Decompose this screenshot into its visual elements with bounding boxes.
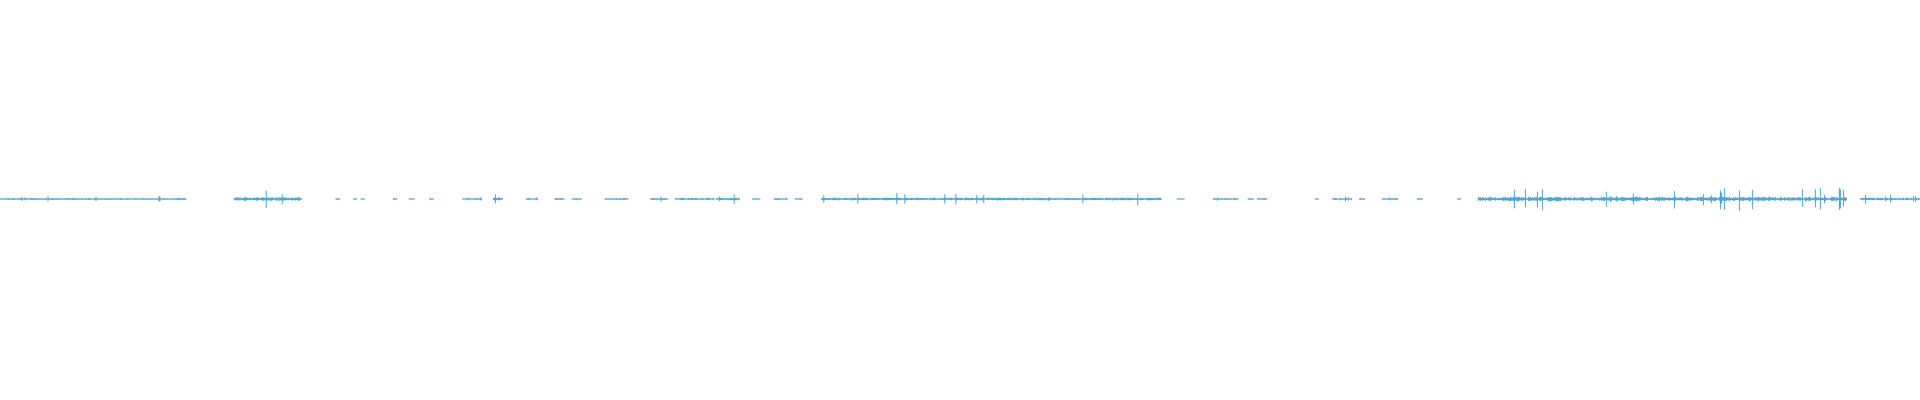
waveform-segment bbox=[1860, 194, 1920, 204]
waveform-segment bbox=[393, 197, 398, 201]
waveform-peaks bbox=[773, 197, 788, 201]
waveform-peaks bbox=[352, 198, 357, 200]
waveform-segment bbox=[794, 198, 803, 200]
waveform-peaks bbox=[1860, 194, 1920, 204]
waveform-peaks bbox=[675, 197, 715, 201]
waveform-segment bbox=[650, 196, 669, 202]
waveform-peaks bbox=[1212, 197, 1238, 201]
waveform-segment bbox=[1381, 197, 1398, 201]
waveform-segment bbox=[773, 197, 788, 201]
waveform-peaks bbox=[1247, 198, 1254, 200]
waveform-peaks bbox=[408, 198, 415, 200]
waveform-peaks bbox=[1314, 198, 1319, 200]
waveform-peaks bbox=[1477, 188, 1847, 211]
waveform-peaks bbox=[1416, 198, 1423, 200]
waveform-segment bbox=[821, 192, 1162, 206]
waveform-segment bbox=[429, 197, 434, 201]
waveform-segment bbox=[554, 198, 565, 201]
waveform-peaks bbox=[650, 196, 669, 202]
waveform-segment bbox=[0, 195, 187, 202]
waveform-peaks bbox=[604, 198, 629, 200]
waveform-peaks bbox=[429, 197, 434, 201]
waveform-segment bbox=[1257, 198, 1268, 200]
waveform-segment bbox=[492, 194, 503, 204]
waveform-segment bbox=[675, 197, 715, 201]
waveform-peaks bbox=[1456, 198, 1461, 200]
waveform-peaks bbox=[335, 198, 340, 200]
waveform-peaks bbox=[360, 198, 365, 200]
waveform-peaks bbox=[0, 195, 187, 202]
waveform-peaks bbox=[233, 190, 302, 209]
waveform-segment bbox=[1176, 198, 1185, 200]
waveform-peaks bbox=[571, 198, 582, 201]
waveform-peaks bbox=[554, 198, 565, 201]
waveform-segment bbox=[1456, 198, 1462, 200]
waveform-peaks bbox=[462, 197, 483, 201]
waveform-segment bbox=[525, 197, 538, 201]
waveform-segment bbox=[408, 198, 415, 200]
waveform-peaks bbox=[752, 198, 761, 200]
waveform-segment bbox=[1332, 196, 1352, 202]
waveform-peaks bbox=[393, 197, 398, 201]
waveform-segment bbox=[1212, 197, 1239, 201]
waveform-segment bbox=[604, 198, 629, 200]
waveform-peaks bbox=[794, 198, 803, 200]
waveform-peaks bbox=[1176, 198, 1185, 200]
waveform-segment bbox=[335, 198, 340, 200]
waveform-segment bbox=[360, 198, 365, 200]
waveform-segment bbox=[352, 198, 358, 200]
waveform-segment bbox=[571, 198, 582, 201]
waveform-segment bbox=[752, 198, 761, 200]
waveform-peaks bbox=[1332, 196, 1352, 202]
waveform-peaks bbox=[492, 194, 503, 204]
waveform-peaks bbox=[1358, 198, 1365, 200]
waveform-segment bbox=[1477, 188, 1847, 211]
waveform-segment bbox=[1314, 198, 1319, 200]
waveform-segment bbox=[1416, 198, 1423, 200]
waveform-peaks bbox=[715, 193, 740, 205]
waveform-peaks bbox=[525, 197, 538, 201]
waveform-segment bbox=[1358, 198, 1366, 200]
waveform-peaks bbox=[1381, 197, 1398, 201]
waveform-peaks bbox=[821, 192, 1162, 206]
waveform-peaks bbox=[1257, 198, 1268, 200]
waveform-segment bbox=[715, 193, 740, 205]
waveform-segment bbox=[233, 190, 302, 209]
waveform-segment bbox=[462, 197, 483, 201]
waveform-segment bbox=[1247, 198, 1254, 200]
